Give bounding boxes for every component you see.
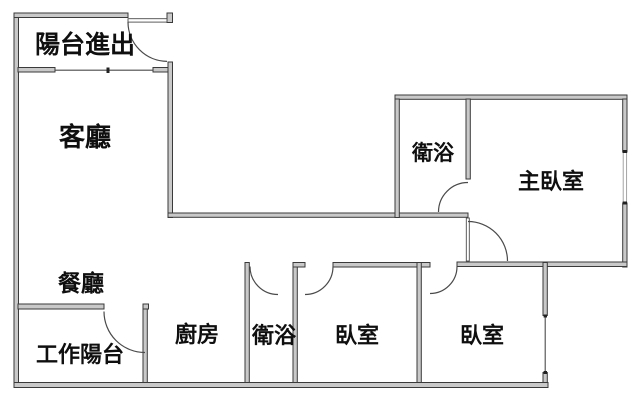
balcony-door-arc — [127, 21, 168, 62]
room-label-dining-room: 餐廳 — [58, 270, 104, 297]
room-label-work-balcony: 工作陽台 — [36, 342, 124, 368]
wall-master-bath-west — [394, 98, 400, 218]
room-label-kitchen: 廚房 — [175, 322, 219, 348]
wall-kitchen-workbalcony — [142, 308, 148, 383]
master-door-leaf — [465, 217, 470, 262]
doors — [103, 18, 509, 354]
master-bathroom-door-arc — [437, 181, 469, 213]
wall-master-east-upper — [622, 98, 628, 153]
master-window-cap-top — [622, 150, 627, 153]
room-label-master-bedroom: 主臥室 — [518, 169, 584, 195]
room-label-bedroom-right: 臥室 — [460, 323, 504, 349]
windows — [55, 67, 628, 374]
master-window-cap-bottom — [622, 201, 627, 205]
wall-dining-workbalcony-cap — [142, 303, 149, 310]
room-label-balcony-entry: 陽台進出 — [35, 30, 135, 59]
wall-dining-workbalcony — [17, 303, 105, 310]
wall-balcony-right-cap — [166, 12, 173, 23]
wall-master-bath-divider — [465, 98, 471, 180]
balcony-window-tick — [106, 67, 110, 73]
wall-bedroom-divider — [416, 262, 422, 383]
bedroom-right-window-cap-bottom — [543, 371, 547, 374]
wall-bath2-east — [292, 262, 298, 383]
room-label-master-bathroom: 衛浴 — [411, 141, 455, 165]
wall-balcony-stub-left — [17, 67, 56, 73]
work-balcony-door-arc — [103, 311, 146, 354]
wall-corridor-top — [167, 212, 469, 218]
wall-living-east — [167, 61, 173, 218]
hall-bathroom-door-arc — [249, 266, 279, 296]
balcony-door-leaf — [127, 18, 168, 23]
wall-master-east-lower — [622, 202, 628, 268]
room-label-bedroom-left: 臥室 — [335, 323, 379, 349]
wall-bath2-west — [244, 262, 250, 383]
wall-outer-top-balcony — [13, 12, 129, 18]
room-label-hall-bathroom: 衛浴 — [251, 323, 297, 349]
room-label-living-room: 客廳 — [59, 122, 111, 153]
bedroom-right-window-cap-top — [543, 314, 547, 318]
bedroom-left-door-arc — [304, 266, 334, 296]
wall-bedroom-right-east-upper — [542, 262, 548, 316]
wall-bedrooms-top — [332, 262, 431, 268]
bedroom-right-door-arc — [429, 266, 458, 295]
wall-master-bottom — [456, 261, 628, 267]
wall-outer-bottom — [13, 382, 549, 388]
room-labels: 陽台進出 客廳 餐廳 工作陽台 廚房 衛浴 臥室 臥室 衛浴 主臥室 — [35, 30, 584, 368]
wall-bedroom-left-jamb — [292, 262, 306, 268]
wall-balcony-stub-right — [152, 67, 169, 73]
master-east-window — [622, 151, 628, 204]
wall-master-top — [394, 94, 628, 100]
walls — [13, 12, 628, 388]
master-door-arc — [467, 220, 509, 262]
